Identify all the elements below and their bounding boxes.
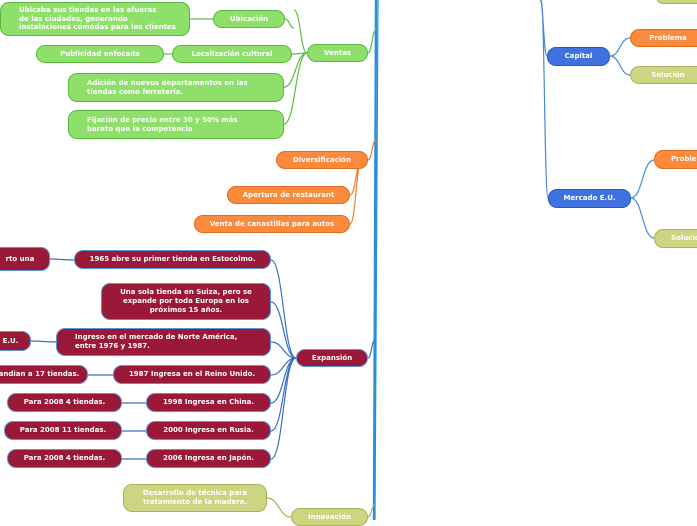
norteamerica-link	[270, 341, 297, 359]
ventas-node[interactable]: Ventas	[307, 44, 368, 62]
partial-top-right-node[interactable]	[656, 0, 697, 4]
solucion-mercado-link	[630, 197, 655, 239]
diversificacion-to-trunk	[367, 139, 377, 161]
estocolmo-link	[270, 259, 297, 359]
diversificacion-node[interactable]: Diversificación	[276, 151, 368, 169]
ventas-branch-top	[293, 9, 308, 54]
canastillas-link	[349, 159, 363, 225]
para-2008-rusia-node[interactable]: Para 2008 11 tiendas.	[4, 421, 122, 440]
china-node[interactable]: 1998 Ingresa en China.	[146, 393, 271, 412]
ventas-to-trunk	[367, 29, 377, 54]
madera-link	[266, 497, 292, 518]
rusia-node[interactable]: 2000 Ingresa en Rusia.	[146, 421, 271, 440]
solucion-capital-link	[609, 55, 631, 76]
trunk-line	[374, 0, 379, 520]
japon-link	[270, 357, 297, 460]
madera-node[interactable]: Desarrollo de técnica para tratamiento d…	[123, 484, 267, 512]
rto-una-link	[49, 258, 75, 261]
suiza-node[interactable]: Una sola tienda en Suiza, pero se expand…	[101, 283, 271, 320]
expansion-node[interactable]: Expansión	[296, 349, 368, 367]
precio-node[interactable]: Fijación de precio entre 30 y 50% más ba…	[68, 110, 284, 139]
norteamerica-node[interactable]: Ingreso en el mercado de Norte América, …	[56, 328, 271, 356]
estocolmo-node[interactable]: 1965 abre su primer tienda en Estocolmo.	[74, 250, 271, 269]
mercado-eu-node[interactable]: Mercado E.U.	[548, 189, 631, 208]
innovacion-to-trunk	[367, 504, 376, 518]
departamentos-node[interactable]: Adición de nuevos departamentos en las t…	[68, 73, 284, 102]
problema-capital-node[interactable]: Problema	[630, 29, 697, 47]
mercado-link-top	[540, 0, 549, 199]
restaurant-node[interactable]: Apertura de restaurant	[227, 186, 350, 204]
innovacion-node[interactable]: Innovación	[291, 508, 368, 526]
partial-node-andian[interactable]: andian a 17 tiendas.	[0, 365, 88, 384]
localizacion-node[interactable]: Localización cultural	[172, 45, 292, 63]
capital-node[interactable]: Capital	[547, 47, 610, 66]
precio-link	[283, 52, 308, 125]
problema-mercado-link	[630, 159, 655, 199]
ubicacion-link	[284, 18, 295, 29]
japon-node[interactable]: 2006 Ingresa en Japón.	[146, 449, 271, 468]
para-2008-japon-node[interactable]: Para 2008 4 tiendas.	[7, 449, 122, 468]
ubicacion-description-node[interactable]: Ubicaba sus tiendas en las afueras de la…	[0, 2, 190, 36]
partial-node-rto-una[interactable]: rto una	[0, 247, 50, 271]
canastillas-node[interactable]: Venta de canastillas para autos	[194, 215, 350, 233]
rusia-link	[270, 357, 297, 432]
partial-node-eu[interactable]: E.U.	[0, 331, 31, 351]
ubicacion-node[interactable]: Ubicación	[213, 10, 285, 28]
eu-link	[30, 340, 57, 343]
trunk-line	[372, 0, 378, 520]
reino-unido-node[interactable]: 1987 Ingresa en el Reino Unido.	[113, 365, 271, 384]
expansion-to-trunk	[367, 339, 376, 359]
suiza-link	[270, 301, 297, 359]
para-2008-china-node[interactable]: Para 2008 4 tiendas.	[7, 393, 122, 412]
solucion-capital-node[interactable]: Solución	[630, 66, 697, 84]
publicidad-node[interactable]: Publicidad enfocada	[36, 45, 164, 63]
problema-mercado-node[interactable]: Proble	[654, 150, 697, 169]
solucion-mercado-node[interactable]: Solució	[654, 229, 697, 248]
problema-capital-link	[609, 37, 631, 57]
